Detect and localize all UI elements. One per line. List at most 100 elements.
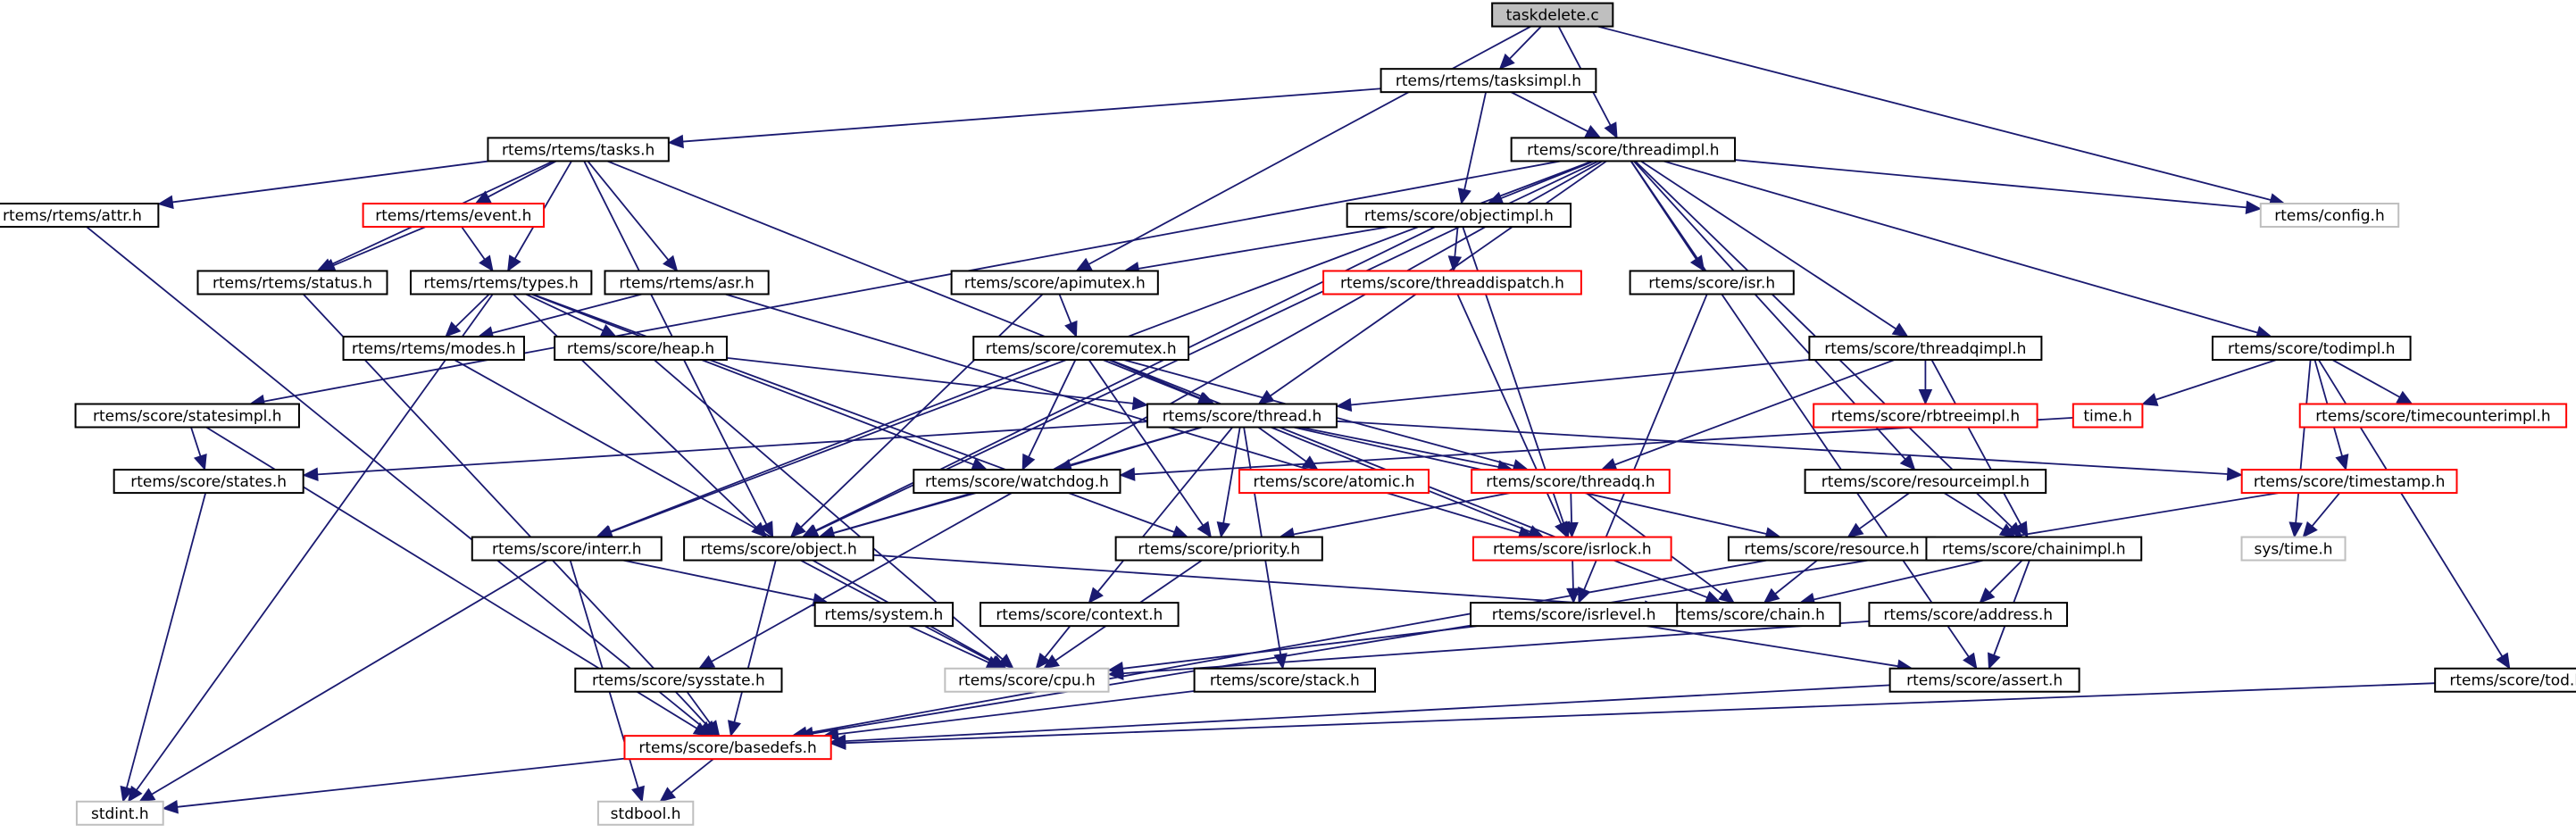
edge-interr-to-system bbox=[622, 559, 829, 607]
node-box bbox=[1114, 536, 1323, 562]
node-apimutex[interactable]: rtems/score/apimutex.h bbox=[950, 270, 1159, 296]
edge-line bbox=[177, 757, 625, 808]
node-priority[interactable]: rtems/score/priority.h bbox=[1114, 536, 1323, 562]
edge-types-to-stdint bbox=[127, 293, 494, 803]
arrowhead-icon bbox=[631, 785, 645, 803]
node-assert[interactable]: rtems/score/assert.h bbox=[1888, 667, 2080, 693]
arrowhead-icon bbox=[1021, 453, 1036, 471]
edge-sysstate-to-basedefs bbox=[686, 691, 721, 737]
node-thread[interactable]: rtems/score/thread.h bbox=[1146, 403, 1338, 429]
edge-objectimpl-to-threaddispatch bbox=[1447, 226, 1463, 272]
node-chain[interactable]: rtems/score/chain.h bbox=[1658, 602, 1841, 628]
node-label: rtems/score/heap.h bbox=[567, 340, 714, 358]
node-tasks[interactable]: rtems/rtems/tasks.h bbox=[487, 137, 670, 162]
node-label: rtems/rtems/modes.h bbox=[352, 340, 516, 358]
edge-line bbox=[86, 226, 704, 728]
edge-taskdelete-to-tasksimpl bbox=[1498, 25, 1542, 71]
edge-types-to-modes bbox=[445, 293, 490, 337]
node-label: rtems/score/todimpl.h bbox=[2228, 340, 2396, 358]
edge-line bbox=[1509, 25, 1542, 60]
node-box bbox=[604, 270, 770, 296]
node-box bbox=[1470, 602, 1679, 628]
edge-thread-to-states bbox=[302, 421, 1148, 482]
node-tod[interactable]: rtems/score/tod.h bbox=[2434, 667, 2576, 693]
node-threadq[interactable]: rtems/score/threadq.h bbox=[1471, 469, 1671, 495]
node-stack[interactable]: rtems/score/stack.h bbox=[1193, 667, 1377, 693]
edge-line bbox=[671, 758, 714, 794]
node-modes[interactable]: rtems/rtems/modes.h bbox=[342, 336, 525, 362]
arrowhead-icon bbox=[157, 195, 174, 210]
arrowhead-icon bbox=[1963, 652, 1978, 670]
edge-coremutex-to-priority bbox=[1088, 359, 1212, 538]
node-statesimpl[interactable]: rtems/score/statesimpl.h bbox=[74, 403, 300, 429]
arrowhead-icon bbox=[1457, 187, 1471, 205]
edge-line bbox=[1930, 359, 2022, 525]
node-types[interactable]: rtems/rtems/types.h bbox=[409, 270, 593, 296]
node-attr[interactable]: rtems/rtems/attr.h bbox=[0, 203, 160, 229]
node-timecounterimpl[interactable]: rtems/score/timecounterimpl.h bbox=[2298, 403, 2568, 429]
edge-heap-to-thread bbox=[726, 356, 1149, 411]
node-label: rtems/rtems/attr.h bbox=[3, 207, 142, 225]
node-resourceimpl[interactable]: rtems/score/resourceimpl.h bbox=[1804, 469, 2047, 495]
arrowhead-icon bbox=[1578, 586, 1591, 604]
node-event[interactable]: rtems/rtems/event.h bbox=[362, 203, 546, 229]
node-resource[interactable]: rtems/score/resource.h bbox=[1727, 536, 1937, 562]
node-label: rtems/score/cpu.h bbox=[958, 672, 1096, 690]
arrowhead-icon bbox=[2226, 467, 2243, 481]
node-atomic[interactable]: rtems/score/atomic.h bbox=[1238, 469, 1430, 495]
edge-line bbox=[151, 559, 548, 796]
edge-line bbox=[1859, 492, 1910, 529]
edge-line bbox=[1299, 426, 1499, 468]
node-box bbox=[2072, 403, 2144, 429]
node-threaddispatch[interactable]: rtems/score/threaddispatch.h bbox=[1322, 270, 1582, 296]
node-label: rtems/score/basedefs.h bbox=[638, 739, 816, 757]
node-box bbox=[1868, 602, 2069, 628]
node-stdbool: stdbool.h bbox=[596, 800, 695, 826]
edge-todimpl-to-time bbox=[2141, 359, 2277, 406]
node-object[interactable]: rtems/score/object.h bbox=[683, 536, 875, 562]
node-isr[interactable]: rtems/score/isr.h bbox=[1629, 270, 1795, 296]
edge-tasksimpl-to-objectimpl bbox=[1457, 91, 1487, 205]
node-watchdog[interactable]: rtems/score/watchdog.h bbox=[913, 469, 1121, 495]
node-box bbox=[1146, 403, 1338, 429]
edge-watchdog-to-object bbox=[818, 492, 977, 540]
node-states[interactable]: rtems/score/states.h bbox=[113, 469, 304, 495]
edge-line bbox=[1630, 160, 1970, 658]
edge-line bbox=[2155, 359, 2277, 401]
node-taskdelete[interactable]: taskdelete.c bbox=[1491, 2, 1614, 28]
node-coremutex[interactable]: rtems/score/coremutex.h bbox=[972, 336, 1190, 362]
edge-line bbox=[126, 492, 207, 788]
node-config: rtems/config.h bbox=[2259, 203, 2400, 229]
node-isrlevel[interactable]: rtems/score/isrlevel.h bbox=[1470, 602, 1679, 628]
node-todimpl[interactable]: rtems/score/todimpl.h bbox=[2211, 336, 2412, 362]
node-asr[interactable]: rtems/rtems/asr.h bbox=[604, 270, 770, 296]
arrowhead-icon bbox=[1075, 257, 1093, 272]
node-sysstate[interactable]: rtems/score/sysstate.h bbox=[574, 667, 783, 693]
node-system[interactable]: rtems/system.h bbox=[813, 602, 955, 628]
edge-line bbox=[609, 359, 1052, 533]
node-threadqimpl[interactable]: rtems/score/threadqimpl.h bbox=[1808, 336, 2043, 362]
node-chainimpl[interactable]: rtems/score/chainimpl.h bbox=[1925, 536, 2143, 562]
node-address[interactable]: rtems/score/address.h bbox=[1868, 602, 2069, 628]
node-objectimpl[interactable]: rtems/score/objectimpl.h bbox=[1346, 203, 1572, 229]
node-time[interactable]: time.h bbox=[2072, 403, 2144, 429]
node-threadimpl[interactable]: rtems/score/threadimpl.h bbox=[1510, 137, 1737, 162]
arrowhead-icon bbox=[474, 190, 492, 204]
node-tasksimpl[interactable]: rtems/rtems/tasksimpl.h bbox=[1380, 68, 1597, 94]
edge-line bbox=[1614, 359, 1896, 466]
node-heap[interactable]: rtems/score/heap.h bbox=[554, 336, 728, 362]
node-label: rtems/score/resource.h bbox=[1744, 541, 1919, 559]
edge-line bbox=[513, 293, 757, 529]
node-box bbox=[1808, 336, 2043, 362]
node-interr[interactable]: rtems/score/interr.h bbox=[471, 536, 663, 562]
node-box bbox=[1629, 270, 1795, 296]
node-basedefs[interactable]: rtems/score/basedefs.h bbox=[623, 735, 832, 761]
edge-threadqimpl-to-thread bbox=[1335, 358, 1810, 412]
node-status[interactable]: rtems/rtems/status.h bbox=[196, 270, 388, 296]
edge-line bbox=[1454, 226, 1459, 257]
arrowhead-icon bbox=[667, 134, 684, 149]
node-rbtreeimpl[interactable]: rtems/score/rbtreeimpl.h bbox=[1813, 403, 2038, 429]
node-isrlock[interactable]: rtems/score/isrlock.h bbox=[1472, 536, 1672, 562]
node-timestamp[interactable]: rtems/score/timestamp.h bbox=[2240, 469, 2458, 495]
node-context[interactable]: rtems/score/context.h bbox=[980, 602, 1180, 628]
